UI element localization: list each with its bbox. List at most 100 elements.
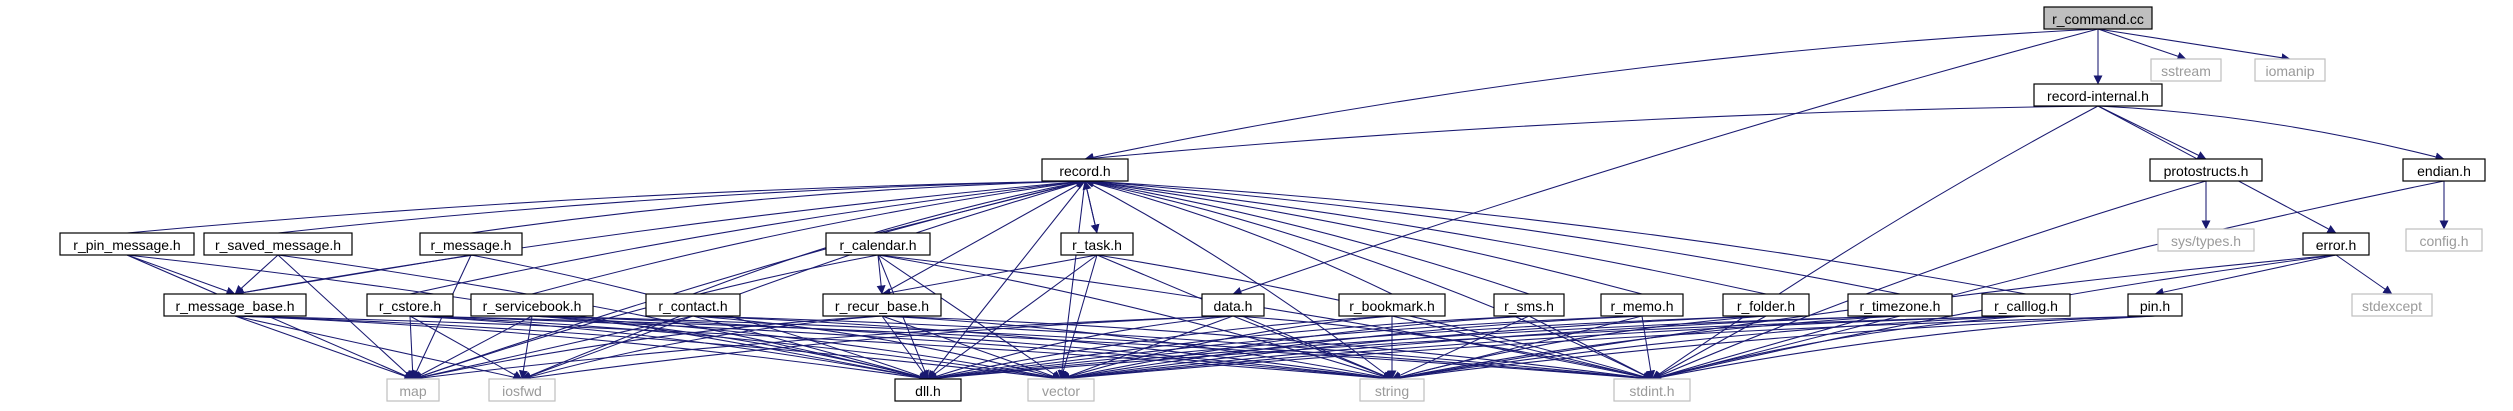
edge-data-to-dll	[927, 315, 1234, 381]
edge-data-to-string	[1232, 315, 1393, 381]
node-box-r-pin-message	[59, 232, 195, 256]
node-label-r-message: r_message.h	[431, 237, 512, 253]
edge-endian-to-stdint	[1651, 180, 2445, 381]
node-label-r-timezone: r_timezone.h	[1860, 298, 1941, 314]
node-label-string: string	[1375, 383, 1409, 399]
node-iomanip: iomanip	[2254, 58, 2326, 82]
edge-r-cstore-to-record	[409, 177, 1086, 295]
edge-r-task-to-vector	[1059, 254, 1098, 380]
edge-root-to-record	[1084, 28, 2099, 162]
node-r-pin-message[interactable]: r_pin_message.h	[59, 232, 195, 256]
node-vector: vector	[1027, 378, 1095, 402]
node-box-sstream	[2150, 58, 2222, 82]
node-r-cstore[interactable]: r_cstore.h	[366, 293, 454, 317]
node-endian[interactable]: endian.h	[2402, 158, 2486, 182]
node-label-r-cstore: r_cstore.h	[379, 298, 441, 314]
node-sstream: sstream	[2150, 58, 2222, 82]
node-box-r-task	[1060, 232, 1134, 256]
node-box-r-calllog	[1981, 293, 2071, 317]
node-root[interactable]: r_command.cc	[2043, 6, 2153, 30]
node-r-folder[interactable]: r_folder.h	[1722, 293, 1810, 317]
node-error[interactable]: error.h	[2302, 232, 2370, 256]
edge-r-calllog-to-dll	[927, 315, 2027, 383]
node-label-r-calllog: r_calllog.h	[1994, 298, 2058, 314]
node-label-r-task: r_task.h	[1072, 237, 1122, 253]
node-label-record-internal: record-internal.h	[2047, 88, 2149, 104]
edge-root-to-iomanip	[2097, 28, 2291, 63]
edge-r-sms-to-stdint	[1528, 315, 1653, 380]
edge-r-cstore-to-dll	[409, 315, 929, 382]
edge-pin-to-stdint	[1651, 315, 2156, 382]
edge-r-calllog-to-string	[1391, 315, 2027, 383]
node-r-sms[interactable]: r_sms.h	[1493, 293, 1565, 317]
edge-record-to-dll	[927, 180, 1086, 380]
node-record[interactable]: record.h	[1041, 158, 1129, 182]
node-record-internal[interactable]: record-internal.h	[2033, 83, 2163, 107]
edge-r-memo-to-dll	[927, 315, 1643, 383]
node-box-r-message-base	[163, 293, 307, 317]
edge-record-to-string	[1084, 180, 1393, 380]
node-r-servicebook[interactable]: r_servicebook.h	[470, 293, 594, 317]
node-box-r-servicebook	[470, 293, 594, 317]
node-box-r-recur-base	[822, 293, 942, 317]
node-label-r-recur-base: r_recur_base.h	[835, 298, 929, 314]
edge-record-to-vector	[1057, 180, 1086, 380]
node-box-r-calendar	[825, 232, 931, 256]
node-dll[interactable]: dll.h	[894, 378, 962, 402]
edge-r-sms-to-dll	[927, 315, 1530, 383]
edge-r-contact-to-string	[692, 315, 1393, 383]
edge-error-to-stdexcept	[2335, 254, 2393, 295]
edge-r-cstore-to-string	[409, 315, 1393, 383]
node-label-endian: endian.h	[2417, 163, 2471, 179]
edge-r-sms-to-record	[1084, 178, 1530, 295]
node-r-message-base[interactable]: r_message_base.h	[163, 293, 307, 317]
edge-r-folder-to-string	[1391, 315, 1767, 382]
edge-pin-to-vector	[1060, 315, 2156, 383]
node-stdint: stdint.h	[1613, 378, 1691, 402]
node-r-calendar[interactable]: r_calendar.h	[825, 232, 931, 256]
edge-r-message-base-to-record	[234, 177, 1086, 295]
edge-r-recur-base-to-string	[881, 315, 1393, 382]
node-label-pin: pin.h	[2140, 298, 2170, 314]
node-iosfwd: iosfwd	[488, 378, 556, 402]
node-r-calllog[interactable]: r_calllog.h	[1981, 293, 2071, 317]
node-r-recur-base[interactable]: r_recur_base.h	[822, 293, 942, 317]
node-label-r-folder: r_folder.h	[1737, 298, 1795, 314]
edge-r-calendar-to-map	[412, 254, 879, 381]
node-box-record	[1041, 158, 1129, 182]
node-r-task[interactable]: r_task.h	[1060, 232, 1134, 256]
edge-r-recur-base-to-iosfwd	[521, 315, 883, 382]
node-map: map	[386, 378, 440, 402]
edge-record-internal-to-endian	[2097, 105, 2445, 162]
node-r-memo[interactable]: r_memo.h	[1600, 293, 1684, 317]
node-label-error: error.h	[2316, 237, 2356, 253]
node-r-timezone[interactable]: r_timezone.h	[1847, 293, 1953, 317]
node-box-root	[2043, 6, 2153, 30]
edge-r-calllog-to-record	[1084, 176, 2027, 295]
edge-r-sms-to-vector	[1060, 315, 1530, 382]
node-r-bookmark[interactable]: r_bookmark.h	[1338, 293, 1446, 317]
node-r-contact[interactable]: r_contact.h	[645, 293, 741, 317]
node-box-dll	[894, 378, 962, 402]
edge-r-timezone-to-string	[1391, 315, 1901, 382]
edge-record-internal-to-record	[1084, 105, 2099, 163]
node-label-data: data.h	[1214, 298, 1253, 314]
node-label-r-calendar: r_calendar.h	[839, 237, 916, 253]
node-r-message[interactable]: r_message.h	[419, 232, 523, 256]
edge-r-message-to-record	[470, 176, 1086, 234]
node-label-config: config.h	[2419, 233, 2468, 249]
node-pin[interactable]: pin.h	[2127, 293, 2183, 317]
edge-r-timezone-to-record	[1084, 177, 1901, 295]
edge-r-calendar-to-stdint	[877, 254, 1653, 382]
edge-r-pin-message-to-record	[126, 176, 1086, 234]
node-r-saved-message[interactable]: r_saved_message.h	[203, 232, 353, 256]
node-label-sstream: sstream	[2161, 63, 2211, 79]
node-data[interactable]: data.h	[1201, 293, 1265, 317]
edge-record-to-iosfwd	[521, 180, 1086, 380]
node-box-iosfwd	[488, 378, 556, 402]
edge-protostructs-to-stdint	[1651, 180, 2207, 380]
node-protostructs[interactable]: protostructs.h	[2149, 158, 2263, 182]
edge-r-recur-base-to-stdint	[881, 315, 1653, 383]
